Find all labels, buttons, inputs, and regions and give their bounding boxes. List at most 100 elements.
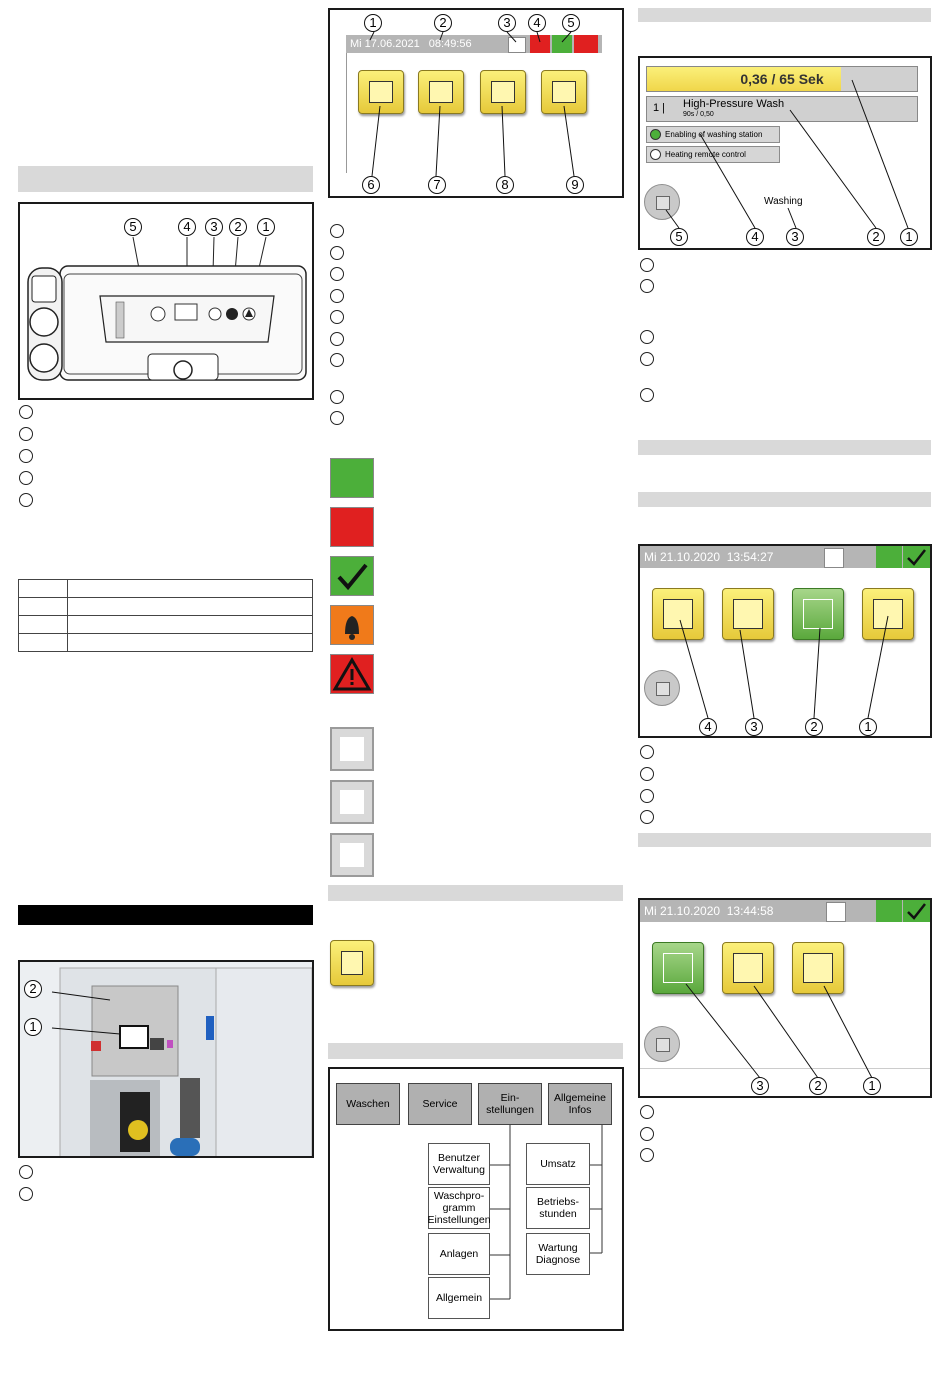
callout-1: 1 — [859, 718, 877, 736]
legend-marker — [640, 1127, 654, 1141]
legend-marker — [640, 388, 654, 402]
checkmark-icon — [903, 546, 930, 568]
legend-marker — [640, 767, 654, 781]
callout-2: 2 — [24, 980, 42, 998]
callout-2: 2 — [434, 14, 452, 32]
progress-bar-track: 0,36 / 65 Sek — [646, 66, 918, 92]
table-row — [18, 597, 313, 616]
legend-marker — [19, 427, 33, 441]
legend-marker — [330, 353, 344, 367]
callout-4: 4 — [746, 228, 764, 246]
control-panel-drawing — [27, 236, 307, 381]
home-button[interactable] — [644, 1026, 680, 1062]
callout-2: 2 — [805, 718, 823, 736]
user-icon — [826, 902, 846, 922]
callout-5: 5 — [124, 218, 142, 236]
menu-structure-figure: Waschen Service Ein- stellungen Allgemei… — [328, 1067, 624, 1331]
cabinet-figure: 2 1 — [18, 960, 314, 1158]
section-header-bar — [638, 440, 931, 455]
menu-service: Service — [408, 1083, 472, 1125]
menu-einstellungen: Ein- stellungen — [478, 1083, 542, 1125]
menu-umsatz: Umsatz — [526, 1143, 590, 1185]
legend-marker — [19, 449, 33, 463]
user-icon — [824, 548, 844, 568]
legend-marker — [19, 471, 33, 485]
legend-marker — [640, 745, 654, 759]
plant-settings-button[interactable] — [792, 588, 844, 640]
lock-green-icon — [876, 546, 902, 568]
main-screen-figure: 1 2 3 4 5 Mi 17.06.2021 08:49:56 6 7 8 9 — [328, 8, 624, 198]
legend-marker — [640, 1105, 654, 1119]
checkmark-icon — [903, 900, 930, 922]
callout-2: 2 — [867, 228, 885, 246]
callout-3: 3 — [745, 718, 763, 736]
side-line — [346, 53, 347, 173]
user-level-3-button[interactable] — [652, 942, 704, 994]
callout-5: 5 — [562, 14, 580, 32]
callout-3: 3 — [498, 14, 516, 32]
callout-9: 9 — [566, 176, 584, 194]
general-settings-button[interactable] — [862, 588, 914, 640]
option-enable-washing[interactable]: Enabling of washing station — [646, 126, 780, 143]
user-settings-button[interactable] — [652, 588, 704, 640]
date-label: Mi 17.06.2021 — [350, 38, 420, 50]
callout-2: 2 — [229, 218, 247, 236]
home-button[interactable] — [644, 670, 680, 706]
wash-progress-figure: 0,36 / 65 Sek 1 | High-Pressure Wash 90s… — [638, 56, 932, 250]
menu-allgemein: Allgemein — [428, 1277, 490, 1319]
callout-1: 1 — [257, 218, 275, 236]
program-settings-button[interactable] — [722, 588, 774, 640]
time-label: 08:49:56 — [428, 38, 472, 50]
user-level-3-icon — [330, 833, 374, 877]
option-2-label: Heating remote control — [665, 150, 746, 159]
menu-allgemeine-infos: Allgemeine Infos — [548, 1083, 612, 1125]
callout-8: 8 — [496, 176, 514, 194]
legend-marker — [330, 310, 344, 324]
callout-lines — [665, 79, 909, 229]
table-row — [18, 633, 313, 652]
callout-7: 7 — [428, 176, 446, 194]
callout-3: 3 — [205, 218, 223, 236]
settings-screen-figure: Mi 21.10.2020 13:54:27 4 3 2 1 — [638, 544, 932, 738]
datetime-label: Mi 21.10.2020 13:54:27 — [644, 550, 774, 564]
service-button[interactable] — [418, 70, 464, 114]
option-1-label: Enabling of washing station — [665, 130, 763, 139]
legend-marker — [640, 789, 654, 803]
cabinet-drawing — [20, 962, 312, 1156]
callout-2: 2 — [809, 1077, 827, 1095]
legend-marker — [640, 1148, 654, 1162]
wash-button[interactable] — [358, 70, 404, 114]
home-button[interactable] — [644, 184, 680, 220]
callout-1: 1 — [24, 1018, 42, 1036]
callout-lines — [369, 31, 575, 177]
settings-button[interactable] — [480, 70, 526, 114]
legend-marker — [330, 267, 344, 281]
legend-marker — [330, 411, 344, 425]
progress-text: 0,36 / 65 Sek — [740, 71, 824, 87]
legend-marker — [19, 493, 33, 507]
legend-marker — [640, 279, 654, 293]
callout-6: 6 — [362, 176, 380, 194]
option-heating[interactable]: Heating remote control — [646, 146, 780, 163]
section-header-bar — [18, 166, 313, 192]
callout-5: 5 — [670, 228, 688, 246]
legend-marker — [330, 224, 344, 238]
checkmark-icon — [330, 556, 374, 596]
status-bar: Mi 21.10.2020 13:44:58 — [640, 900, 930, 922]
table-row — [18, 579, 313, 598]
program-row[interactable]: 1 | High-Pressure Wash 90s / 0,50 — [646, 96, 918, 122]
callout-4: 4 — [699, 718, 717, 736]
warning-icon — [574, 35, 598, 53]
table-row — [18, 615, 313, 634]
legend-marker — [330, 390, 344, 404]
user-level-1-button[interactable] — [792, 942, 844, 994]
menu-waschen: Waschen — [336, 1083, 400, 1125]
user-level-2-button[interactable] — [722, 942, 774, 994]
menu-connectors — [490, 1125, 603, 1300]
legend-marker — [19, 1187, 33, 1201]
bell-icon — [330, 605, 374, 645]
menu-betriebsstunden: Betriebs- stunden — [526, 1187, 590, 1229]
warning-triangle-icon — [330, 654, 374, 694]
legend-marker — [19, 405, 33, 419]
callout-1: 1 — [900, 228, 918, 246]
